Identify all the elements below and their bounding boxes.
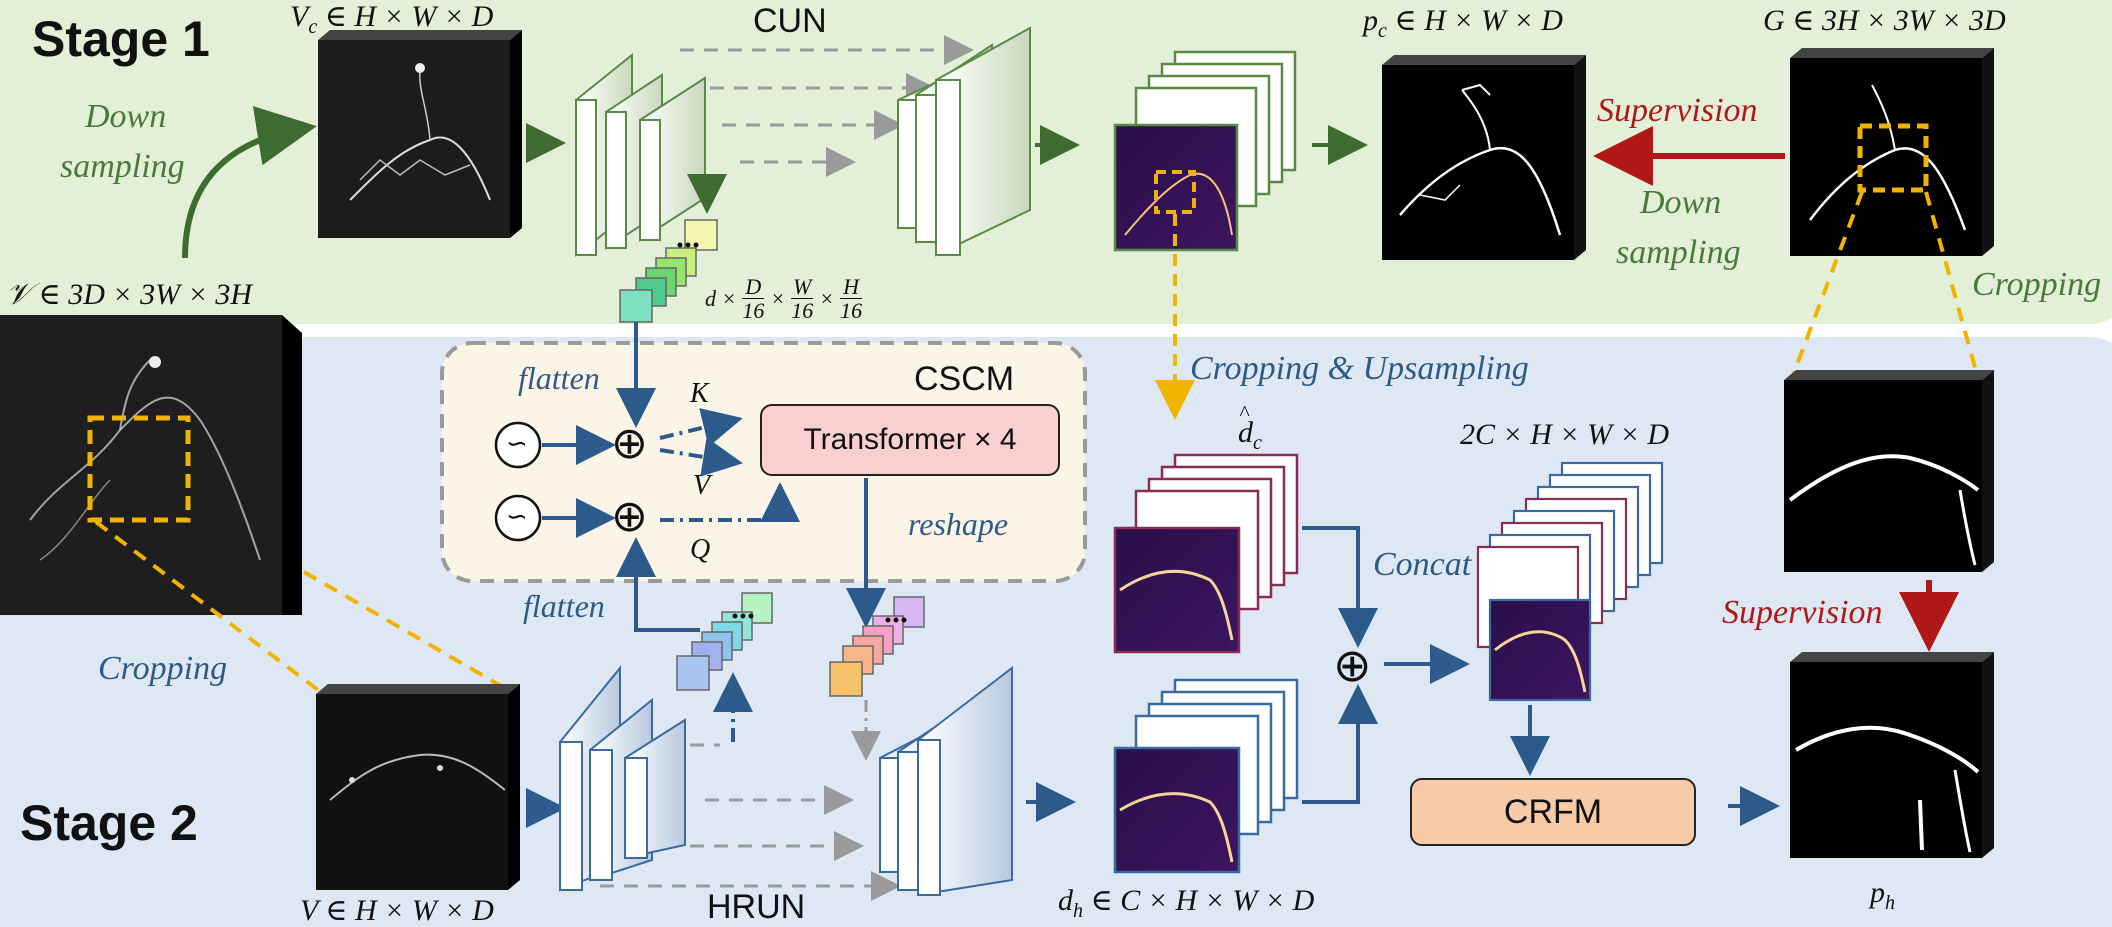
cun-decoder [897, 26, 1031, 257]
hrun-label: HRUN [707, 888, 806, 926]
oplus-bottom-icon: ⊕ [611, 492, 648, 541]
down-sampling-left-1: Down [85, 98, 167, 135]
q-label: Q [690, 534, 711, 565]
ph-label: ph [1870, 876, 1895, 914]
oplus-top-icon: ⊕ [611, 419, 648, 468]
vc-image [318, 30, 522, 238]
flatten-bottom-label: flatten [523, 588, 605, 624]
v-label: V [693, 470, 711, 501]
cscm-title: CSCM [914, 360, 1015, 398]
v-small-label: V ∈ H × W × D [300, 894, 494, 927]
pos-embed-1 [494, 421, 542, 469]
dc-stack [1113, 453, 1299, 654]
pc-image [1382, 55, 1586, 260]
hrun-encoder [559, 665, 686, 892]
g-label: G ∈ 3H × 3W × 3D [1763, 4, 2006, 37]
cun-label: CUN [753, 2, 827, 40]
oplus-concat-icon: ⊕ [1333, 639, 1372, 691]
pos-wave-icon-2: ∽ [506, 501, 528, 531]
transformer-block: Transformer × 4 [760, 404, 1060, 476]
stage1-output-stack [1113, 50, 1297, 252]
v-image [316, 684, 520, 890]
cropping-stage2: Cropping [98, 650, 228, 687]
reshape-label: reshape [908, 506, 1009, 542]
supervision-stage2: Supervision [1722, 594, 1883, 631]
hrun-decoder [879, 665, 1013, 897]
pos-wave-icon-1: ∽ [506, 428, 528, 458]
dh-label: dh ∈ C × H × W × D [1058, 884, 1315, 922]
cropping-upsampling-label: Cropping & Upsampling [1190, 350, 1529, 387]
k-label: K [690, 378, 709, 409]
dc-label: d^c [1238, 400, 1262, 454]
supervision-stage1: Supervision [1597, 92, 1758, 129]
pc-label: pc ∈ H × W × D [1363, 4, 1563, 42]
gt-crop-image [1784, 370, 1994, 572]
down-sampling-right-1: Down [1640, 184, 1722, 221]
dh-stack [1113, 678, 1299, 874]
concat-dims-label: 2C × H × W × D [1460, 418, 1670, 451]
g-image [1790, 48, 1994, 256]
down-sampling-left-2: sampling [60, 148, 185, 185]
stage2-title: Stage 2 [20, 795, 198, 851]
vc-label: Vc ∈ H × W × D [290, 0, 494, 38]
input-volume-image [0, 315, 302, 615]
ph-image [1790, 652, 1994, 858]
stage2-decoder-tokens [829, 596, 925, 697]
pos-embed-2 [494, 494, 542, 542]
concat-label: Concat [1373, 546, 1472, 583]
stage2-encoder-tokens [676, 592, 773, 691]
stage1-title: Stage 1 [32, 11, 210, 67]
down-sampling-right-2: sampling [1616, 234, 1741, 271]
flatten-top-label: flatten [518, 360, 600, 396]
cropping-stage1: Cropping [1972, 266, 2102, 303]
concat-stack [1476, 461, 1664, 702]
input-volume-label: 𝒱 ∈ 3D × 3W × 3H [6, 278, 253, 311]
crfm-block: CRFM [1410, 778, 1696, 846]
